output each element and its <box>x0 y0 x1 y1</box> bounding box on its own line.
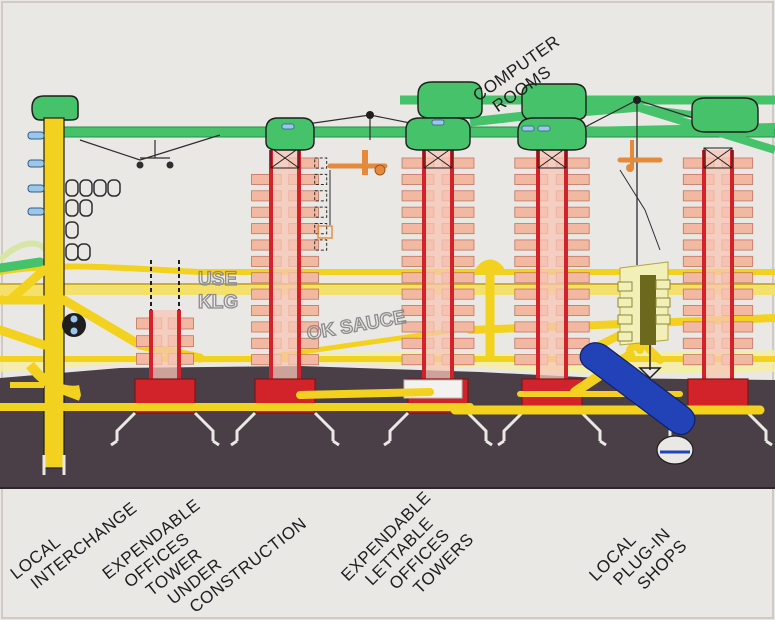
interchange-ports <box>27 131 45 216</box>
computer-room-pods <box>265 81 759 151</box>
blue-tanker <box>579 342 696 465</box>
crane-left <box>79 134 221 169</box>
plug-in-shops-stack <box>617 261 671 380</box>
left-lower-green-pipe <box>0 240 48 273</box>
tower-lettable-3 <box>663 147 773 447</box>
klg-lettering: KLG <box>198 292 238 313</box>
towers-group <box>110 147 773 447</box>
interchange-legs <box>42 455 66 475</box>
capsule-units-left <box>65 179 121 261</box>
crane-center-left <box>299 111 421 239</box>
tower-under-construction <box>230 147 340 447</box>
use-lettering: USE <box>198 269 237 290</box>
local-interchange-mast <box>0 95 205 475</box>
pod-windows <box>281 119 551 132</box>
tower-lettable-1 <box>383 147 493 447</box>
